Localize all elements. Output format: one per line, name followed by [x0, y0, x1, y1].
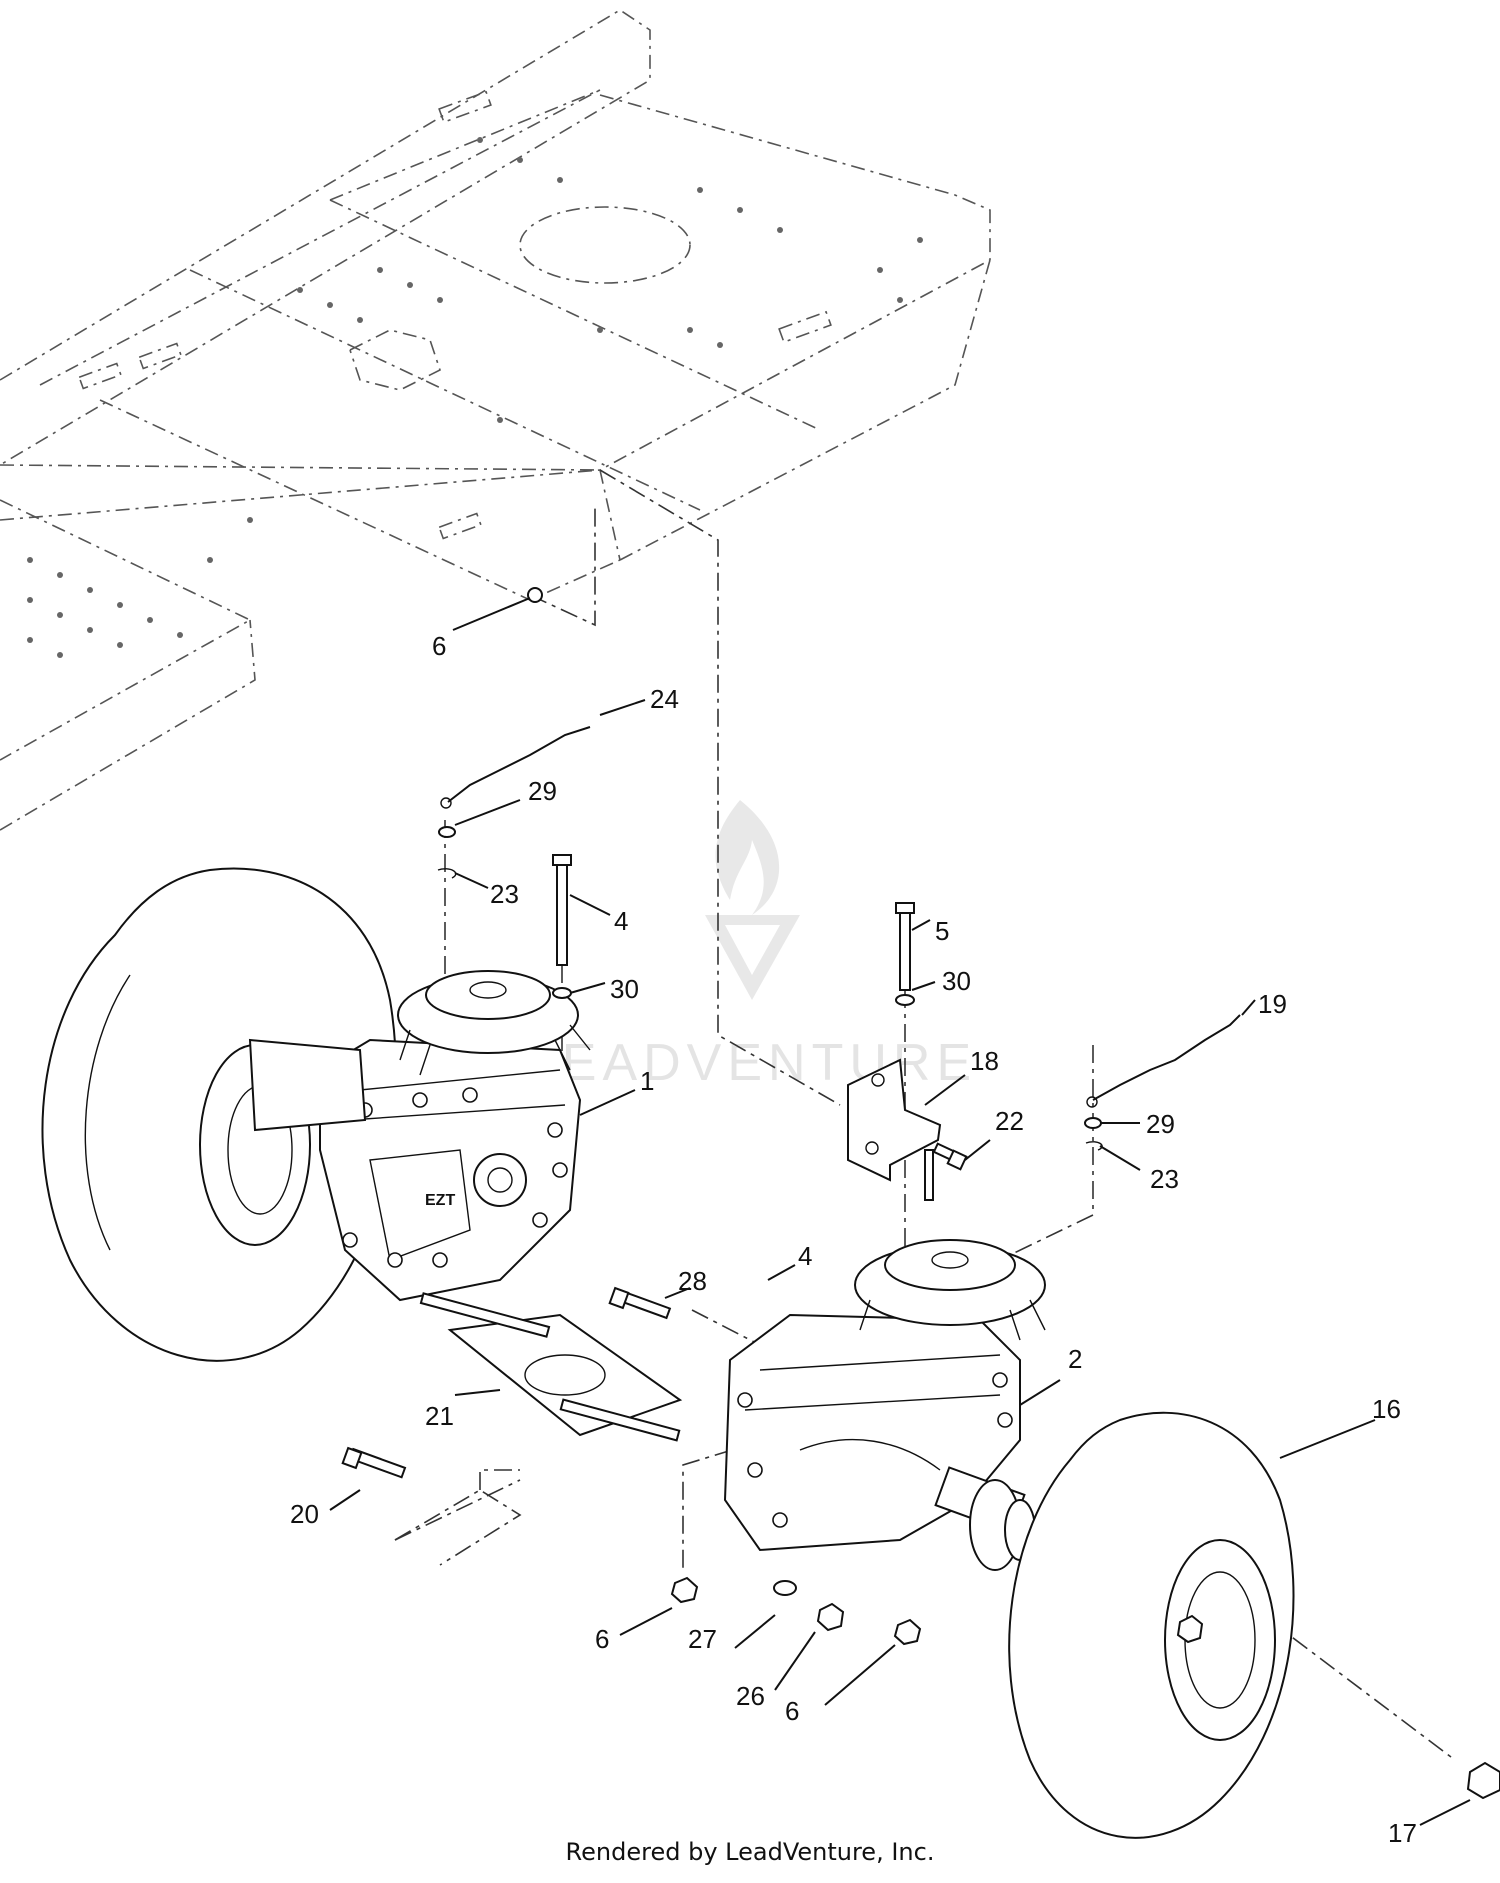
callout-6-upper: 6 [432, 631, 446, 661]
callout-4-right: 4 [798, 1241, 812, 1271]
callout-24: 24 [650, 684, 679, 714]
callout-23-left: 23 [490, 879, 519, 909]
upper-hardware [437, 587, 1241, 1151]
svg-text:EZT: EZT [425, 1192, 455, 1209]
watermark-text: LEADVENTURE [527, 1034, 977, 1092]
callout-30-left: 30 [610, 974, 639, 1004]
nut-17 [1466, 1761, 1500, 1800]
callout-27: 27 [688, 1624, 717, 1654]
left-transmission-assembly: EZT [248, 970, 591, 1302]
callout-23-right: 23 [1150, 1164, 1179, 1194]
bolt-22 [932, 1142, 968, 1171]
lower-hardware [670, 1576, 1500, 1800]
bolt-28 [608, 1286, 672, 1320]
bypass-rod-19 [1092, 1014, 1241, 1101]
callout-2: 2 [1068, 1344, 1082, 1374]
nut-6-lower-right [893, 1618, 922, 1646]
callout-29-right: 29 [1146, 1109, 1175, 1139]
callout-16: 16 [1372, 1394, 1401, 1424]
callout-26: 26 [736, 1681, 765, 1711]
callout-19: 19 [1258, 989, 1287, 1019]
callout-6-lower-right: 6 [785, 1696, 799, 1726]
bypass-rod-24 [447, 726, 591, 803]
callout-22: 22 [995, 1106, 1024, 1136]
callout-18: 18 [970, 1046, 999, 1076]
frame-chassis-phantom [0, 9, 991, 831]
nut-6-upper [527, 587, 543, 603]
callout-leader-lines [329, 597, 1471, 1826]
callout-17: 17 [1388, 1818, 1417, 1848]
callout-4-left: 4 [614, 906, 628, 936]
bolt-20 [341, 1446, 407, 1479]
right-transmission-assembly [723, 1239, 1046, 1571]
render-credit-footer: Rendered by LeadVenture, Inc. [565, 1838, 935, 1866]
callout-21: 21 [425, 1401, 454, 1431]
nut-6-lower-left [670, 1576, 699, 1604]
bolt-4-left [556, 859, 568, 966]
callout-20: 20 [290, 1499, 319, 1529]
callout-6-lower-left: 6 [595, 1624, 609, 1654]
washer-27 [773, 1580, 797, 1596]
bolt-5 [899, 909, 911, 991]
callout-30-right: 30 [942, 966, 971, 996]
callout-labels: 6 24 29 23 4 30 1 5 30 19 18 22 29 23 4 … [290, 631, 1417, 1848]
bracket-18 [847, 1058, 942, 1201]
nut-26 [816, 1602, 845, 1632]
callout-28: 28 [678, 1266, 707, 1296]
mount-plate-21 [419, 1292, 683, 1442]
callout-5: 5 [935, 916, 949, 946]
right-rear-tire [1008, 1411, 1295, 1839]
callout-29-left: 29 [528, 776, 557, 806]
callout-1: 1 [640, 1066, 654, 1096]
